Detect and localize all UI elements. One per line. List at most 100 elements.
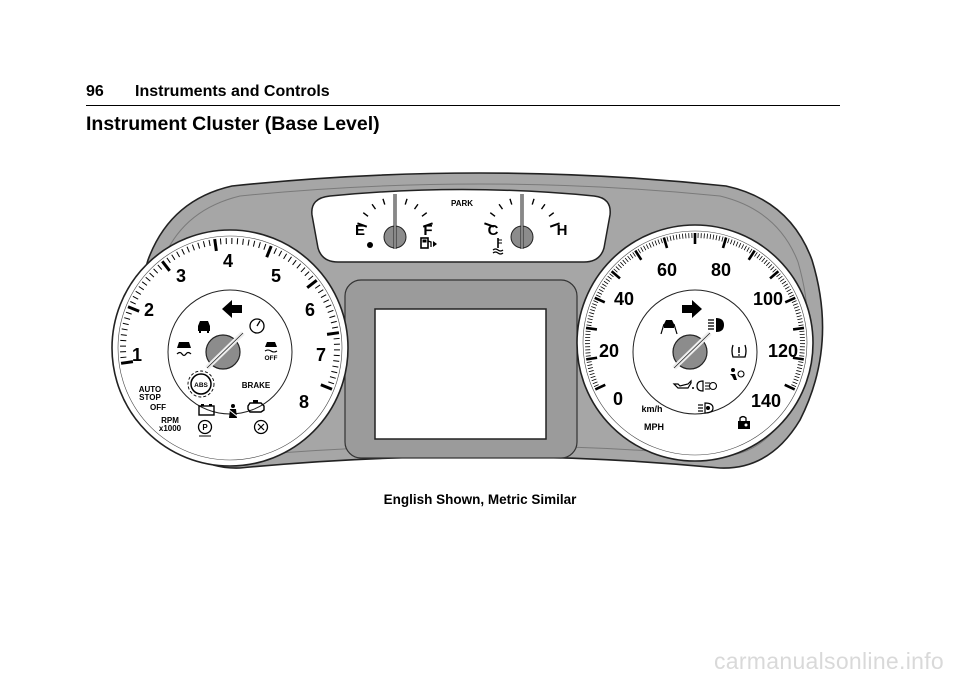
dial-tick	[669, 235, 672, 241]
dial-tick	[787, 291, 793, 295]
dial-tick	[715, 235, 718, 241]
dial-tick	[593, 300, 599, 303]
dial-tick	[258, 242, 261, 249]
dial-tick	[242, 238, 244, 245]
park-label: PARK	[451, 199, 473, 208]
dial-tick	[792, 303, 798, 306]
dial-tick	[197, 242, 201, 249]
speedometer-ticks	[584, 233, 806, 391]
dial-tick	[171, 254, 176, 261]
speed-number-60: 60	[657, 260, 677, 280]
dial-tick	[320, 294, 327, 299]
dial-tick	[741, 244, 745, 250]
tach-number-6: 6	[305, 300, 315, 320]
dial-tick	[333, 337, 340, 340]
dial-tick	[130, 301, 136, 305]
fuel-f-label: F	[423, 222, 432, 239]
dial-tick	[597, 291, 603, 295]
dial-tick	[122, 322, 129, 326]
dial-tick	[314, 284, 321, 289]
dial-tick	[186, 246, 190, 253]
dial-tick	[594, 296, 606, 304]
dial-tick	[124, 317, 131, 320]
tachometer-needle-hub	[205, 331, 245, 370]
brake-label: BRAKE	[242, 381, 271, 390]
dial-tick	[792, 381, 798, 385]
dial-tick	[763, 259, 768, 265]
dial-tick	[330, 320, 337, 324]
dial-tick	[176, 251, 181, 258]
dial-tick	[648, 242, 652, 248]
dial-tick	[181, 248, 185, 255]
dial-tick	[632, 252, 636, 257]
dial-tick	[786, 288, 792, 293]
dial-tick	[252, 240, 256, 247]
dial-tick	[586, 324, 592, 327]
dial-tick	[591, 378, 597, 382]
dial-tick	[484, 222, 495, 228]
dial-tick	[327, 309, 334, 313]
dial-tick	[121, 328, 128, 331]
tach-number-5: 5	[271, 266, 281, 286]
header-title: Instruments and Controls	[135, 83, 330, 100]
dial-tick	[308, 275, 314, 281]
dial-tick	[265, 245, 273, 258]
dial-tick	[590, 375, 596, 379]
figure-caption: English Shown, Metric Similar	[383, 492, 577, 507]
dial-tick	[278, 250, 283, 257]
dial-tick	[585, 326, 598, 331]
dial-tick	[273, 248, 277, 254]
dial-tick	[727, 238, 730, 244]
vehicle-ahead-icon	[198, 321, 210, 333]
dial-tick	[709, 234, 712, 240]
dial-tick	[796, 315, 802, 318]
dial-tick	[548, 212, 555, 217]
turn-signal-right-icon	[682, 300, 702, 318]
dial-tick	[593, 384, 599, 387]
info-display	[374, 308, 547, 440]
dial-tick	[585, 355, 591, 357]
dial-tick	[797, 364, 803, 366]
dial-tick	[682, 233, 684, 239]
dial-tick	[590, 309, 596, 312]
dial-tick	[778, 275, 783, 280]
auto-stop-label-auto: AUTO	[139, 385, 162, 394]
dial-tick	[765, 261, 770, 267]
dial-tick	[489, 212, 496, 217]
dial-tick	[326, 331, 340, 336]
dial-tick	[657, 239, 660, 245]
dial-tick	[721, 236, 724, 242]
dial-tick	[323, 299, 330, 303]
oil-pressure-icon	[672, 379, 694, 389]
dial-tick	[791, 300, 797, 303]
dial-tick	[589, 372, 595, 376]
dial-tick	[759, 255, 763, 261]
dial-tick	[622, 259, 627, 265]
dial-tick	[166, 257, 171, 264]
tach-number-8: 8	[299, 392, 309, 412]
dial-tick	[300, 267, 306, 273]
dial-tick	[675, 234, 678, 240]
dial-tick	[509, 198, 513, 205]
dial-tick	[328, 381, 335, 385]
dial-tick	[615, 266, 620, 271]
dial-tick	[792, 356, 804, 361]
traction-off-label: OFF	[265, 355, 278, 362]
dial-tick	[678, 234, 681, 240]
dial-tick	[776, 273, 781, 278]
page-header: 96 Instruments and Controls	[86, 83, 840, 106]
speed-number-0: 0	[613, 389, 623, 409]
dial-tick	[362, 212, 369, 217]
speed-number-40: 40	[614, 289, 634, 309]
dial-tick	[191, 244, 195, 251]
dial-tick	[145, 276, 151, 282]
dial-tick	[587, 318, 593, 321]
forward-collision-icon	[253, 419, 269, 435]
dial-tick	[645, 244, 649, 250]
dial-tick	[317, 289, 324, 294]
dial-tick	[586, 361, 592, 363]
battery-icon	[198, 404, 215, 416]
auto-stop-label-off: OFF	[150, 403, 166, 412]
rpm-multiplier-label: x1000	[159, 424, 182, 433]
